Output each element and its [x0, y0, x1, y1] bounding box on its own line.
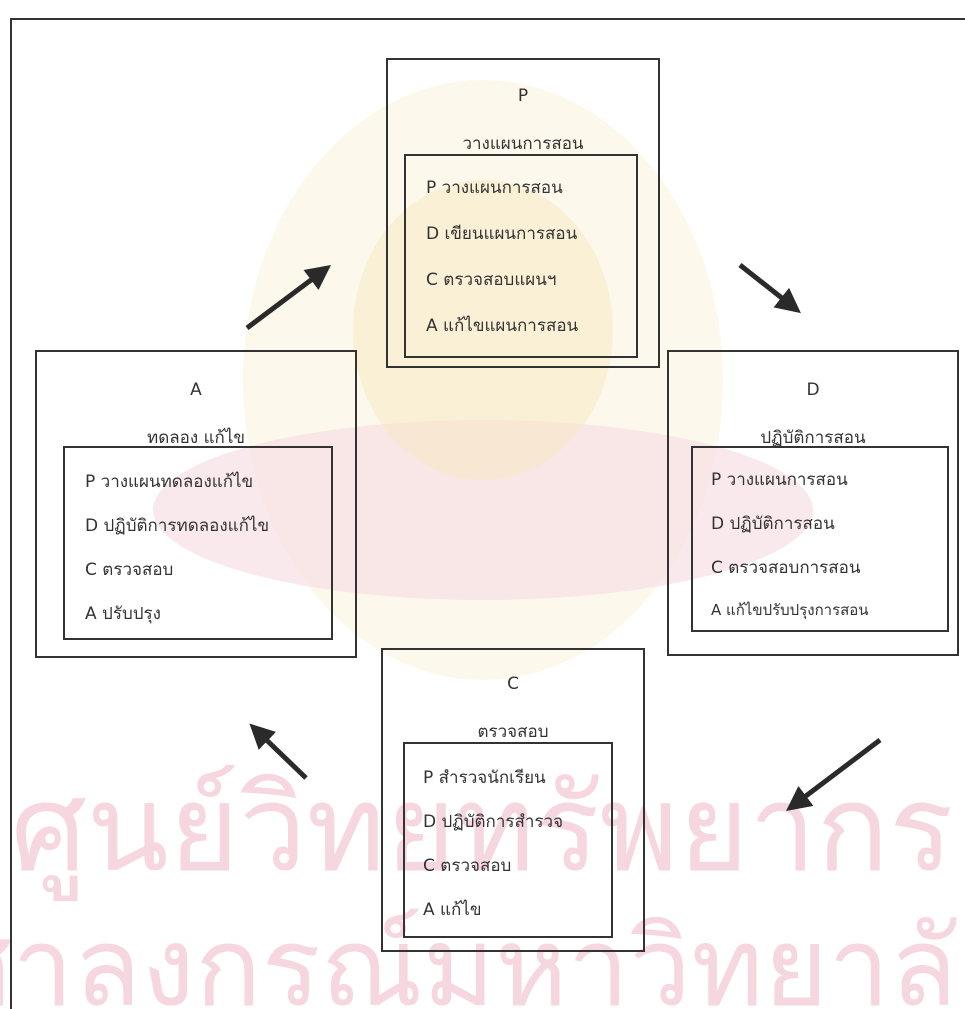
a-act-box: A ทดลอง แก้ไข P วางแผนทดลองแก้ไข D ปฏิบั… [35, 350, 357, 658]
c-title: ตรวจสอบ [477, 722, 549, 742]
d-item-a: A แก้ไขปรับปรุงการสอน [711, 601, 869, 619]
d-title: ปฏิบัติการสอน [760, 428, 866, 448]
c-check-box: C ตรวจสอบ P สำรวจนักเรียน D ปฏิบัติการสำ… [381, 648, 645, 952]
a-title: ทดลอง แก้ไข [147, 428, 245, 448]
a-item-p: P วางแผนทดลองแก้ไข [85, 472, 254, 492]
p-inner-box: P วางแผนการสอน D เขียนแผนการสอน C ตรวจสอ… [404, 154, 638, 358]
a-item-d: D ปฏิบัติการทดลองแก้ไข [85, 516, 270, 536]
p-item-p: P วางแผนการสอน [426, 178, 563, 198]
a-item-a: A ปรับปรุง [85, 604, 161, 624]
p-plan-box: P วางแผนการสอน P วางแผนการสอน D เขียนแผน… [386, 58, 660, 368]
c-inner-box: P สำรวจนักเรียน D ปฏิบัติการสำรวจ C ตรวจ… [403, 742, 613, 938]
p-letter: P [517, 86, 529, 106]
d-item-p: P วางแผนการสอน [711, 470, 848, 490]
diagram-frame [10, 18, 965, 1009]
p-title: วางแผนการสอน [462, 134, 584, 154]
p-item-a: A แก้ไขแผนการสอน [426, 316, 579, 336]
c-letter: C [507, 674, 519, 694]
a-letter: A [190, 380, 202, 400]
c-item-c: C ตรวจสอบ [423, 856, 512, 876]
c-item-a: A แก้ไข [423, 900, 482, 920]
a-item-c: C ตรวจสอบ [85, 560, 174, 580]
p-item-d: D เขียนแผนการสอน [426, 224, 578, 244]
c-item-d: D ปฏิบัติการสำรวจ [423, 812, 564, 832]
p-item-c: C ตรวจสอบแผนฯ [426, 270, 557, 290]
d-item-d: D ปฏิบัติการสอน [711, 514, 835, 534]
d-do-box: D ปฏิบัติการสอน P วางแผนการสอน D ปฏิบัติ… [667, 350, 959, 656]
d-letter: D [806, 380, 820, 400]
a-inner-box: P วางแผนทดลองแก้ไข D ปฏิบัติการทดลองแก้ไ… [63, 446, 333, 640]
c-item-p: P สำรวจนักเรียน [423, 768, 546, 788]
d-inner-box: P วางแผนการสอน D ปฏิบัติการสอน C ตรวจสอบ… [691, 446, 949, 632]
d-item-c: C ตรวจสอบการสอน [711, 558, 861, 578]
